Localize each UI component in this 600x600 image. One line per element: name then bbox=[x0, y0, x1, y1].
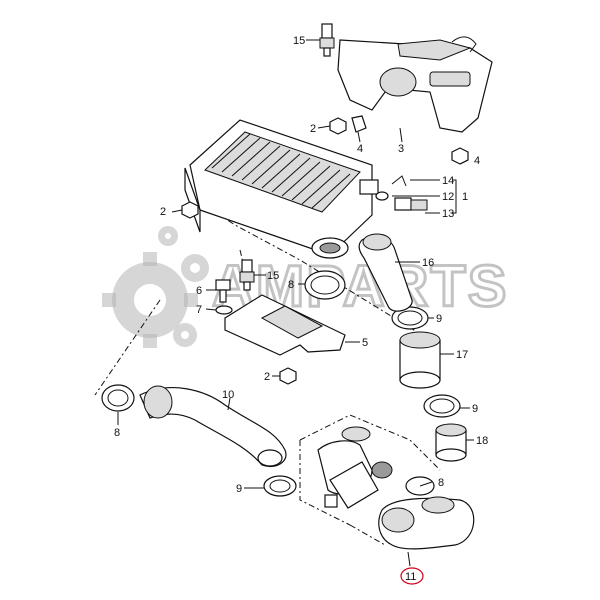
clamp-part-9-lower bbox=[263, 475, 297, 497]
callout-2-left[interactable]: 2 bbox=[160, 206, 166, 218]
sensor-part-15-top bbox=[319, 23, 335, 57]
callout-18[interactable]: 18 bbox=[476, 435, 488, 447]
callout-5[interactable]: 5 bbox=[362, 337, 368, 349]
bolt-part-6 bbox=[215, 279, 231, 303]
clamp-part-9-mid bbox=[423, 394, 461, 418]
callout-9-lower[interactable]: 9 bbox=[236, 483, 242, 495]
intercooler bbox=[184, 119, 379, 259]
callout-9-mid[interactable]: 9 bbox=[472, 403, 478, 415]
nut-part-4-left bbox=[351, 115, 367, 133]
callout-11-highlight[interactable]: 11 bbox=[400, 567, 424, 585]
pipe-assembly bbox=[317, 426, 393, 509]
sensor-part-15-lower bbox=[239, 259, 255, 291]
washer-part-7 bbox=[215, 305, 233, 315]
leader-lines bbox=[117, 39, 474, 567]
callout-2-top[interactable]: 2 bbox=[310, 123, 316, 135]
callout-10[interactable]: 10 bbox=[222, 389, 234, 401]
gear-icon bbox=[102, 252, 198, 348]
callout-8-lower[interactable]: 8 bbox=[438, 477, 444, 489]
nut-part-2-bottom bbox=[279, 367, 297, 385]
callout-13[interactable]: 13 bbox=[442, 208, 454, 220]
callout-16[interactable]: 16 bbox=[422, 257, 434, 269]
callout-3[interactable]: 3 bbox=[398, 143, 404, 155]
callout-8-left[interactable]: 8 bbox=[114, 427, 120, 439]
callout-2-bottom[interactable]: 2 bbox=[264, 371, 270, 383]
callout-12[interactable]: 12 bbox=[442, 191, 454, 203]
clamp-part-8-left bbox=[101, 384, 135, 412]
hose-part-18 bbox=[435, 423, 467, 462]
nut-part-2-top bbox=[329, 117, 347, 135]
callout-11[interactable]: 11 bbox=[405, 571, 416, 583]
callout-15-top[interactable]: 15 bbox=[293, 35, 305, 47]
callout-4-right[interactable]: 4 bbox=[474, 155, 480, 167]
callout-7[interactable]: 7 bbox=[196, 304, 202, 316]
callout-1[interactable]: 1 bbox=[462, 191, 468, 203]
callout-4-left[interactable]: 4 bbox=[357, 143, 363, 155]
clamp-part-8-top bbox=[304, 270, 346, 300]
callout-14[interactable]: 14 bbox=[442, 175, 454, 187]
bracket-part-3 bbox=[337, 36, 493, 133]
watermark: AMPARTS bbox=[102, 226, 508, 348]
callout-17[interactable]: 17 bbox=[456, 349, 468, 361]
hose-part-17 bbox=[399, 331, 441, 389]
hose-part-11 bbox=[378, 496, 475, 550]
gear-icon-small bbox=[158, 226, 209, 347]
callout-9-upper[interactable]: 9 bbox=[436, 313, 442, 325]
callout-6[interactable]: 6 bbox=[196, 285, 202, 297]
callout-15-lower[interactable]: 15 bbox=[267, 270, 279, 282]
hose-part-10 bbox=[139, 385, 287, 468]
plate-part-5 bbox=[224, 294, 346, 356]
callout-labels: 15 2 4 3 4 14 12 1 13 2 16 15 8 6 7 9 5 … bbox=[114, 35, 488, 585]
nut-part-2-left bbox=[181, 201, 199, 219]
callout-8-top[interactable]: 8 bbox=[288, 279, 294, 291]
hose-part-16 bbox=[358, 233, 413, 312]
clamp-part-9-upper bbox=[391, 306, 429, 330]
sensor-part-13 bbox=[375, 175, 428, 211]
